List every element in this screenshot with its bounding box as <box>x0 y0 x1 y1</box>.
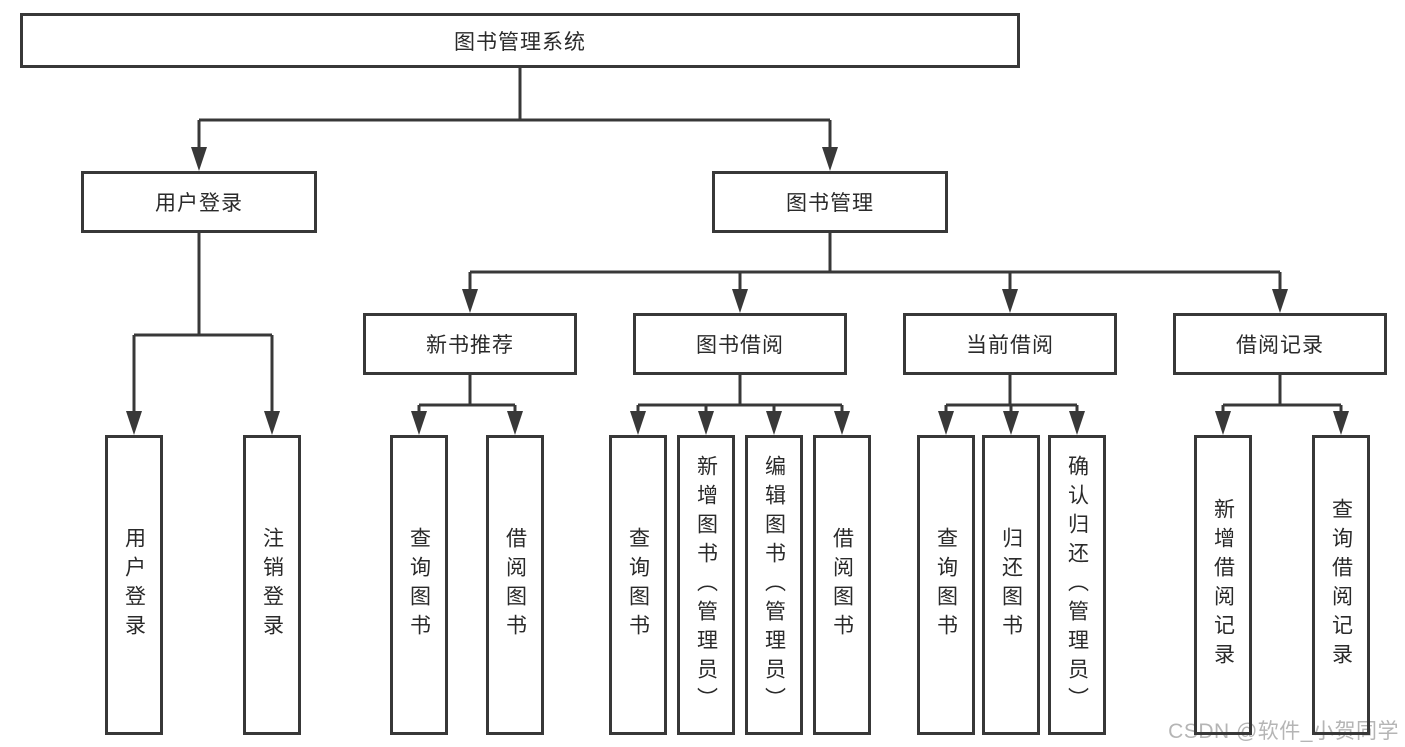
node-new-book-recommend: 新书推荐 <box>363 313 577 375</box>
leaf-borrow-add-books-admin: 新增图书（管理员） <box>677 435 735 735</box>
leaf-recommend-query-books-label: 查询图书 <box>407 527 431 643</box>
leaf-current-return-books: 归还图书 <box>982 435 1040 735</box>
node-current-borrow-label: 当前借阅 <box>966 334 1054 357</box>
leaf-recommend-borrow-books-label: 借阅图书 <box>503 527 527 643</box>
node-system-label: 图书管理系统 <box>454 30 586 54</box>
leaf-logout: 注销登录 <box>243 435 301 735</box>
node-book-borrow-label: 图书借阅 <box>696 334 784 357</box>
leaf-borrow-query-books: 查询图书 <box>609 435 667 735</box>
node-borrow-record: 借阅记录 <box>1173 313 1387 375</box>
leaf-current-confirm-return-admin-label: 确认归还（管理员） <box>1065 454 1089 716</box>
leaf-borrow-borrow-books: 借阅图书 <box>813 435 871 735</box>
leaf-record-add-record-label: 新增借阅记录 <box>1211 498 1235 672</box>
node-user-login-label: 用户登录 <box>155 192 243 215</box>
leaf-logout-label: 注销登录 <box>260 527 284 643</box>
leaf-record-query-record-label: 查询借阅记录 <box>1329 498 1353 672</box>
leaf-recommend-query-books: 查询图书 <box>390 435 448 735</box>
leaf-current-query-books: 查询图书 <box>917 435 975 735</box>
leaf-borrow-borrow-books-label: 借阅图书 <box>830 527 854 643</box>
node-borrow-record-label: 借阅记录 <box>1236 334 1324 357</box>
leaf-current-return-books-label: 归还图书 <box>999 527 1023 643</box>
leaf-user-login: 用户登录 <box>105 435 163 735</box>
leaf-current-query-books-label: 查询图书 <box>934 527 958 643</box>
leaf-current-confirm-return-admin: 确认归还（管理员） <box>1048 435 1106 735</box>
node-user-login: 用户登录 <box>81 171 317 233</box>
leaf-record-add-record: 新增借阅记录 <box>1194 435 1252 735</box>
node-system: 图书管理系统 <box>20 13 1020 68</box>
node-book-management: 图书管理 <box>712 171 948 233</box>
node-book-management-label: 图书管理 <box>786 192 874 215</box>
leaf-borrow-add-books-admin-label: 新增图书（管理员） <box>694 454 718 716</box>
watermark: CSDN @软件_小贺同学 <box>1168 720 1399 743</box>
node-new-book-recommend-label: 新书推荐 <box>426 334 514 357</box>
leaf-borrow-query-books-label: 查询图书 <box>626 527 650 643</box>
leaf-record-query-record: 查询借阅记录 <box>1312 435 1370 735</box>
leaf-user-login-label: 用户登录 <box>122 527 146 643</box>
leaf-recommend-borrow-books: 借阅图书 <box>486 435 544 735</box>
node-book-borrow: 图书借阅 <box>633 313 847 375</box>
leaf-borrow-edit-books-admin-label: 编辑图书（管理员） <box>762 454 786 716</box>
node-current-borrow: 当前借阅 <box>903 313 1117 375</box>
leaf-borrow-edit-books-admin: 编辑图书（管理员） <box>745 435 803 735</box>
